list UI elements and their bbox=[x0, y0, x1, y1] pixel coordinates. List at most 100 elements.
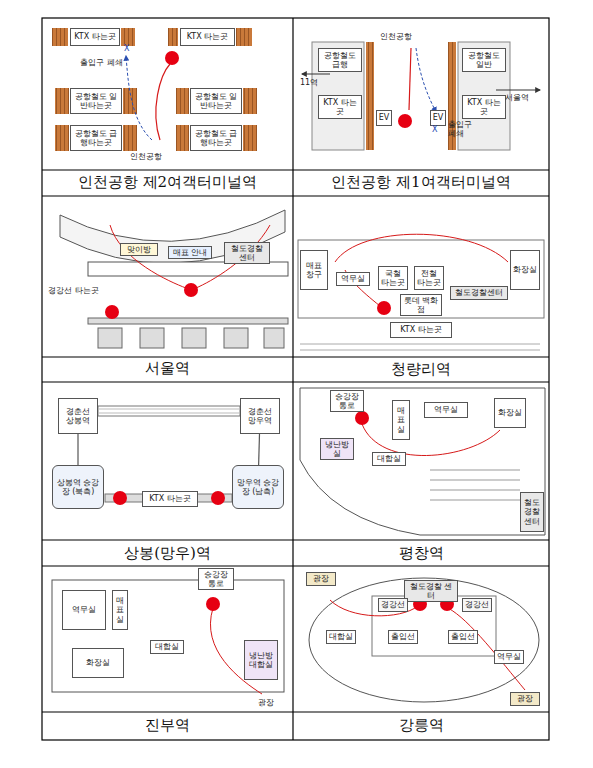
room-name: KTX 타는곳 bbox=[187, 32, 229, 41]
plan-label: 광장 bbox=[258, 698, 274, 707]
room-box: 승강장 통로 bbox=[330, 390, 364, 412]
room-box: 매표 안내 bbox=[168, 246, 212, 259]
room-box: 매표실 bbox=[392, 400, 410, 440]
room-name: 경강선 bbox=[381, 600, 405, 609]
room-name: KTX 타는곳 bbox=[465, 98, 503, 116]
room-box: 대합실 bbox=[326, 630, 356, 644]
station-caption: 청량리역 bbox=[293, 361, 549, 378]
room-box: 경강선 bbox=[462, 598, 492, 612]
plan-label: 출입구 폐쇄 bbox=[80, 58, 123, 67]
room-box: EV bbox=[430, 110, 446, 126]
room-name: 출입선 bbox=[391, 632, 415, 641]
room-name: 공항철도 일반 bbox=[465, 51, 503, 69]
room-box: 화장실 bbox=[510, 250, 540, 290]
plan-label: 경강선 타는곳 bbox=[48, 286, 99, 295]
room-box: 매표실 bbox=[112, 590, 128, 630]
room-box: 공항철도 급행타는곳 bbox=[190, 125, 242, 151]
room-name: KTX 타는곳 bbox=[321, 98, 359, 116]
track-connector bbox=[258, 434, 260, 465]
station-caption: 서울역 bbox=[42, 360, 293, 377]
station-caption: 인천공항 제1여객터미널역 bbox=[293, 174, 549, 191]
room-name: 역무실 bbox=[341, 274, 365, 283]
room-box: 철도경찰 센터 bbox=[404, 580, 458, 602]
room-name: 역무실 bbox=[72, 605, 96, 614]
room-box: 경춘선 상봉역 bbox=[58, 398, 98, 434]
plan-label: 서울역 bbox=[505, 93, 529, 102]
room-box: 공항철도 급행타는곳 bbox=[70, 125, 122, 151]
room-box: 대합실 bbox=[150, 640, 184, 654]
room-box: 철도경찰센터 bbox=[450, 286, 508, 300]
room-box: 매표창구 bbox=[300, 250, 328, 290]
room-name: KTX 타는곳 bbox=[149, 494, 191, 503]
room-box: 공항철도 일반 bbox=[462, 48, 506, 72]
room-name: 대합실 bbox=[377, 454, 401, 463]
room-box: 역무실 bbox=[424, 402, 468, 418]
room-box: 화장실 bbox=[72, 648, 124, 678]
station-caption: 강릉역 bbox=[293, 717, 549, 734]
room-name: 역무실 bbox=[434, 405, 458, 414]
room-name: 맞이방 bbox=[127, 245, 151, 254]
room-name: 화장실 bbox=[86, 658, 110, 667]
plan-label: 인천공항 bbox=[380, 32, 412, 41]
room-name: 화장실 bbox=[498, 408, 522, 417]
room-name: 냉난방실 bbox=[323, 440, 351, 458]
room-box: 역무실 bbox=[62, 590, 106, 630]
room-name: 매표창구 bbox=[303, 261, 325, 279]
room-name: 광장 bbox=[313, 574, 329, 583]
room-box: 역무실 bbox=[336, 272, 370, 286]
station-caption: 상봉(망우)역 bbox=[42, 545, 293, 562]
room-box: 철도경찰 센터 bbox=[224, 242, 270, 264]
room-name: 매표 안내 bbox=[173, 248, 208, 257]
station-caption: 진부역 bbox=[42, 717, 293, 734]
room-box: EV bbox=[376, 110, 392, 126]
room-box: 국철 타는곳 bbox=[378, 266, 408, 290]
plan-label: 11역 bbox=[300, 78, 318, 87]
room-name: 냉난방 대합실 bbox=[247, 651, 275, 669]
room-name: 화장실 bbox=[513, 265, 537, 274]
room-name: 대합실 bbox=[329, 632, 353, 641]
room-box: 냉난방실 bbox=[320, 438, 354, 460]
room-name: 롯데 백화점 bbox=[403, 296, 439, 314]
room-box: 승강장 통로 bbox=[198, 568, 234, 590]
room-name: 철도경찰 센터 bbox=[407, 582, 455, 600]
room-box: KTX 타는곳 bbox=[180, 28, 235, 46]
room-name: 철도경찰 센터 bbox=[523, 498, 541, 526]
room-name: 국철 타는곳 bbox=[381, 269, 405, 287]
room-name: 공항철도 급행타는곳 bbox=[193, 129, 239, 147]
plan-label: 인천공항 bbox=[130, 152, 162, 161]
room-box: 화장실 bbox=[494, 398, 526, 428]
room-box: 전철 타는곳 bbox=[414, 266, 444, 290]
plan-label: X bbox=[124, 44, 129, 53]
room-name: 공항철도 일반타는곳 bbox=[193, 92, 239, 110]
room-name: KTX 타는곳 bbox=[400, 325, 442, 334]
room-name: 광장 bbox=[517, 694, 533, 703]
room-name: 상봉역 승강장 (북측) bbox=[55, 478, 101, 496]
room-box: 롯데 백화점 bbox=[400, 294, 442, 316]
room-box: 공항철도 일반타는곳 bbox=[70, 88, 122, 114]
room-name: 망우역 승강장 (남측) bbox=[235, 478, 281, 496]
room-box: 맞이방 bbox=[120, 243, 158, 256]
room-box: 출입선 bbox=[448, 630, 478, 644]
room-box: KTX 타는곳 bbox=[390, 322, 452, 338]
room-name: 승강장 통로 bbox=[333, 392, 361, 410]
plan-label: X bbox=[432, 125, 437, 134]
room-box: 망우역 승강장 (남측) bbox=[232, 465, 284, 509]
room-name: 대합실 bbox=[155, 642, 179, 651]
plan-label: 출입구 폐쇄 bbox=[448, 120, 478, 138]
room-box: KTX 타는곳 bbox=[462, 95, 506, 119]
room-box: 공항철도 급행 bbox=[318, 48, 362, 72]
room-name: EV bbox=[433, 113, 444, 122]
room-name: 철도경찰센터 bbox=[455, 288, 503, 297]
room-name: 철도경찰 센터 bbox=[227, 244, 267, 262]
station-caption: 평창역 bbox=[293, 545, 549, 562]
room-name: 매표실 bbox=[395, 406, 407, 434]
room-name: EV bbox=[379, 113, 390, 122]
room-box: 상봉역 승강장 (북측) bbox=[52, 465, 104, 509]
room-box: KTX 타는곳 bbox=[70, 28, 120, 46]
room-box: KTX 타는곳 bbox=[318, 95, 362, 119]
room-box: 광장 bbox=[510, 692, 540, 706]
room-name: 경강선 bbox=[465, 600, 489, 609]
room-name: 승강장 통로 bbox=[201, 570, 231, 588]
room-box: 냉난방 대합실 bbox=[244, 640, 278, 680]
